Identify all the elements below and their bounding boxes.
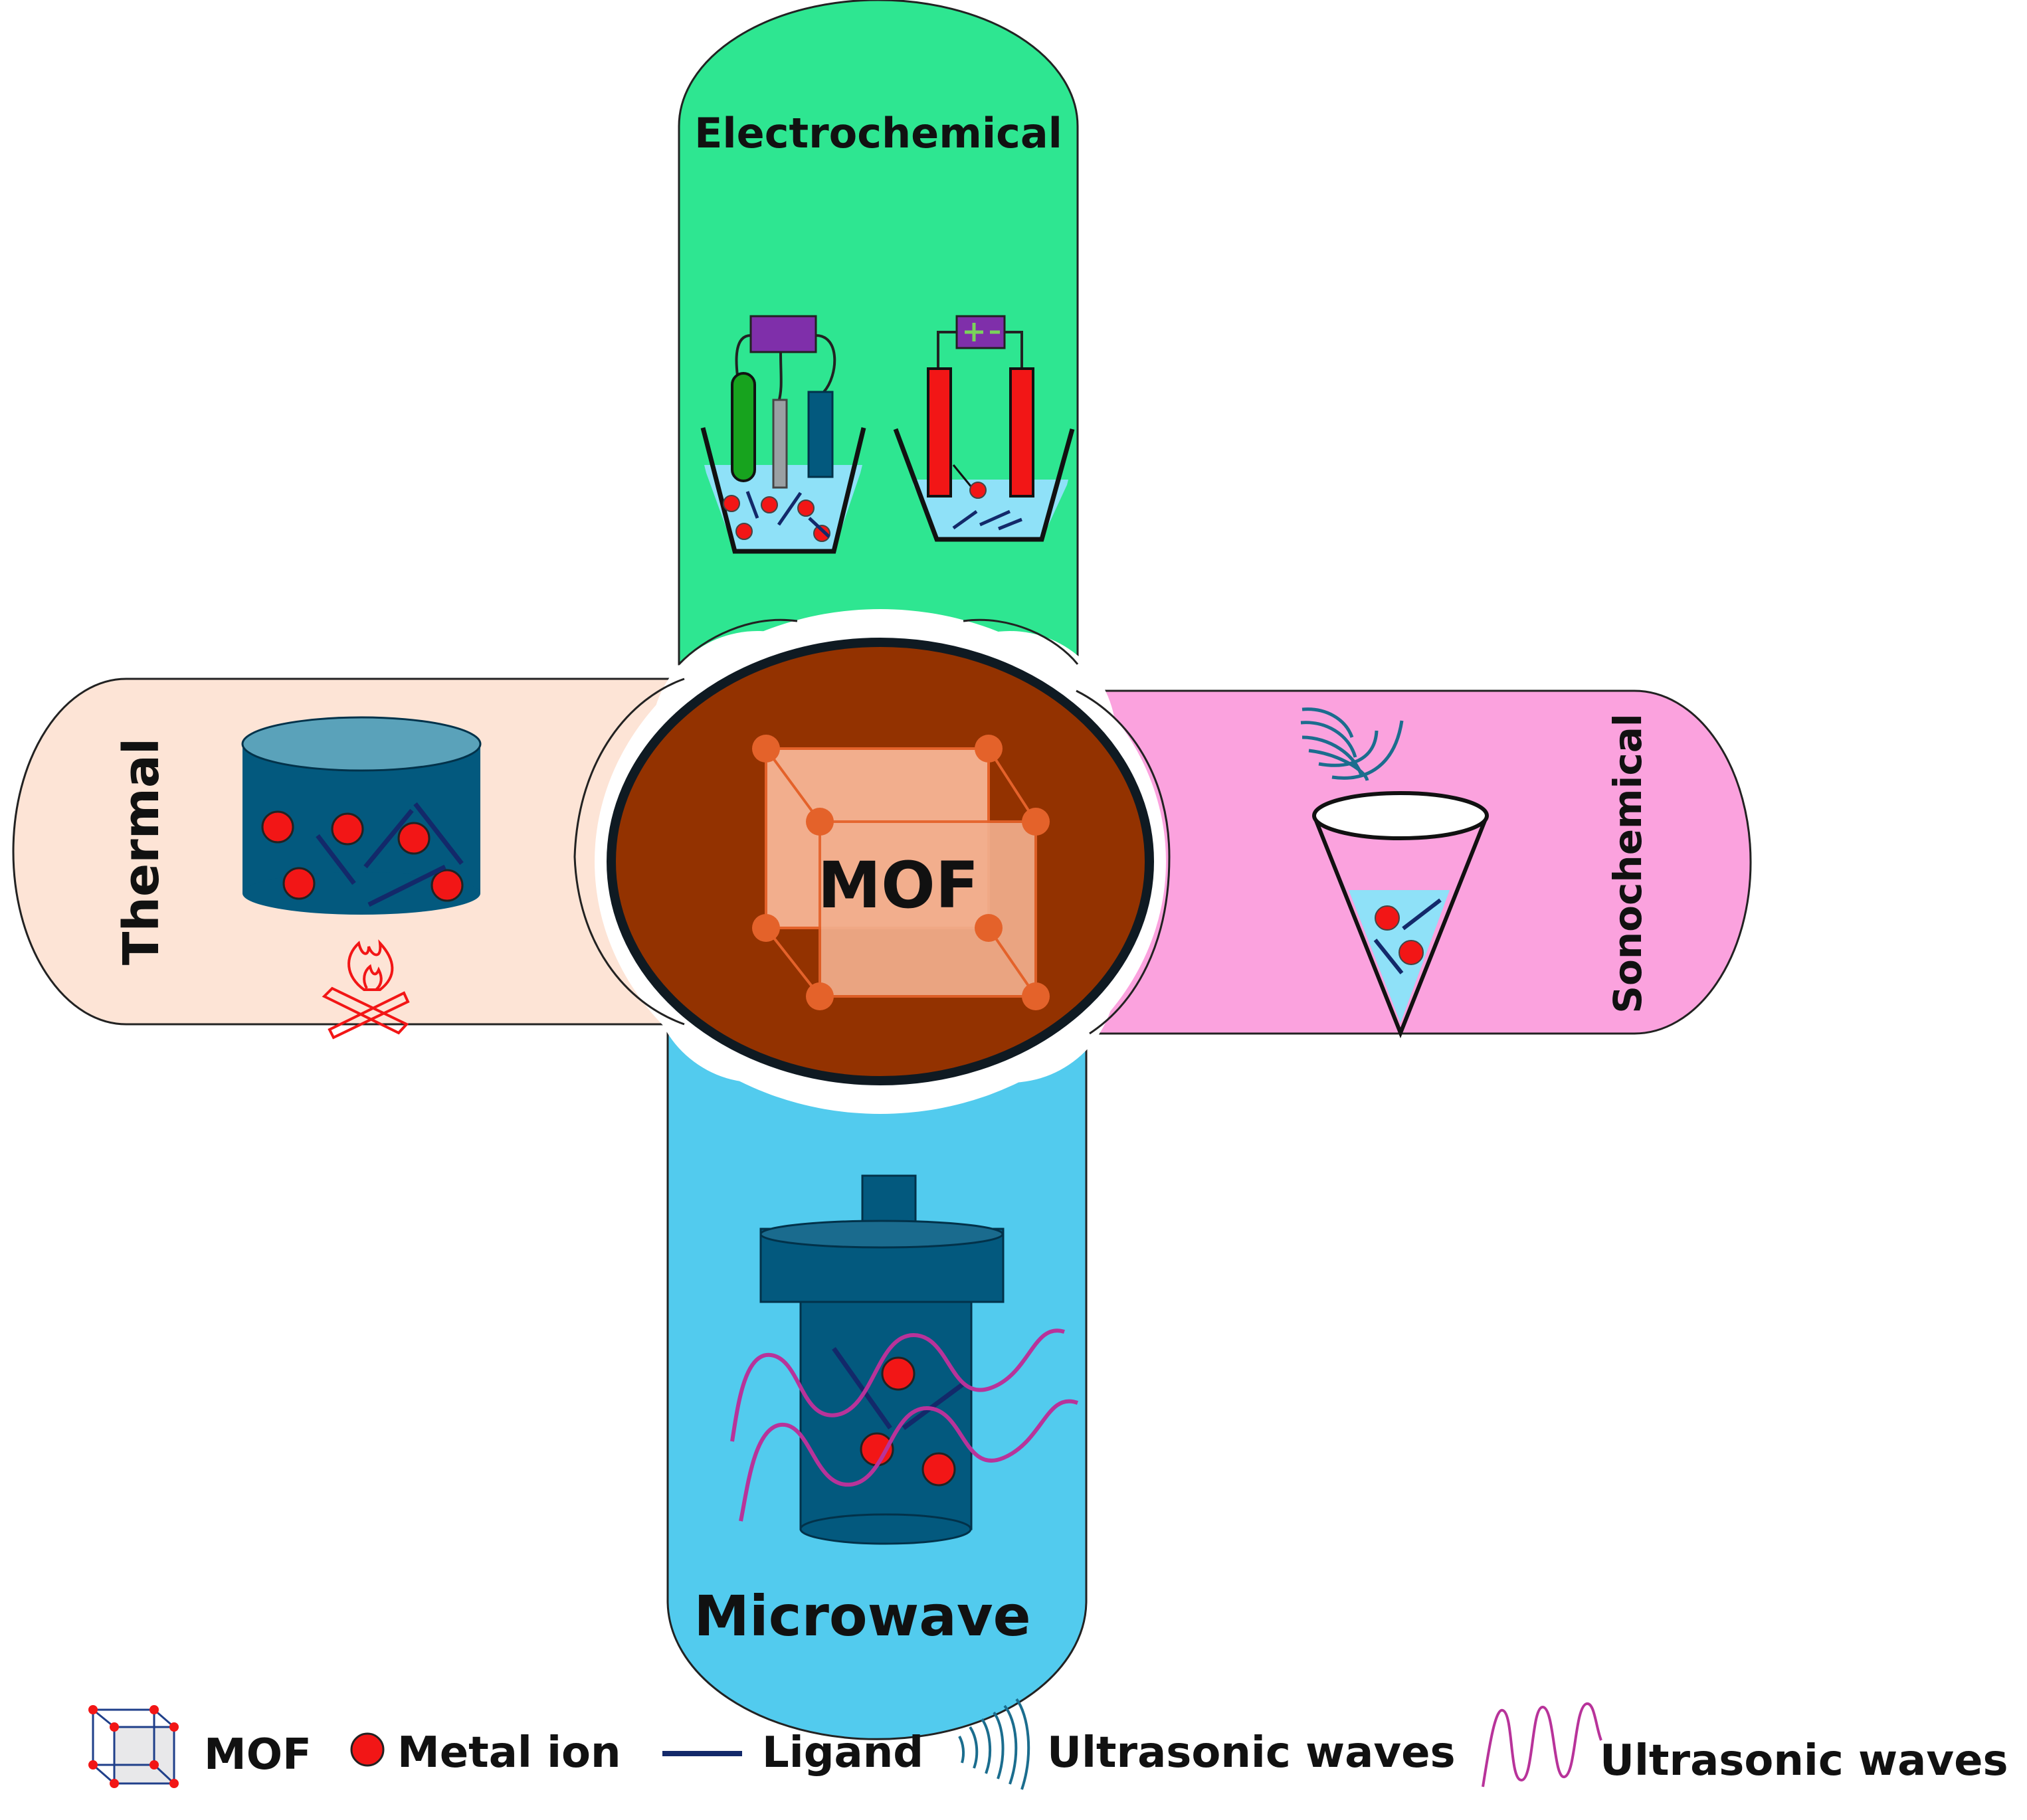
ultrasonic-waves-icon bbox=[1300, 707, 1404, 781]
three-electrode-cell-icon bbox=[700, 315, 866, 554]
legend-ultrasonic-waves-icon bbox=[958, 1698, 1030, 1790]
microwave-waves-icon bbox=[730, 1328, 1079, 1522]
legend: MOF Metal ion Ligand Ultrasonic waves Ul… bbox=[88, 1698, 2008, 1790]
microwave-label: Microwave bbox=[694, 1584, 1030, 1649]
legend-ultrasonic-waves-label: Ultrasonic waves bbox=[1047, 1728, 1456, 1777]
legend-metal-ion-label: Metal ion bbox=[397, 1728, 621, 1777]
legend-mof-label: MOF bbox=[204, 1730, 312, 1779]
legend-microwave-waves-icon bbox=[1482, 1702, 1602, 1787]
electrochemical-label: Electrochemical bbox=[694, 109, 1062, 157]
legend-ultrasonic-waves-label-2: Ultrasonic waves bbox=[1600, 1736, 2008, 1785]
legend-ligand-label: Ligand bbox=[762, 1728, 923, 1777]
mof-center-label: MOF bbox=[818, 848, 979, 923]
sonochemical-label: Sonochemical bbox=[1605, 713, 1650, 1013]
sonication-cone-icon bbox=[1312, 791, 1489, 1039]
legend-mof-icon bbox=[88, 1705, 179, 1788]
fire-icon bbox=[322, 939, 410, 1040]
thermal-label: Thermal bbox=[113, 738, 170, 965]
two-electrode-cell-icon bbox=[893, 315, 1075, 542]
thermal-vessel-icon bbox=[241, 716, 482, 915]
mof-cube-icon bbox=[752, 735, 1050, 1010]
legend-metal-ion-icon bbox=[350, 1732, 385, 1767]
microwave-reactor-icon bbox=[759, 1174, 1005, 1545]
